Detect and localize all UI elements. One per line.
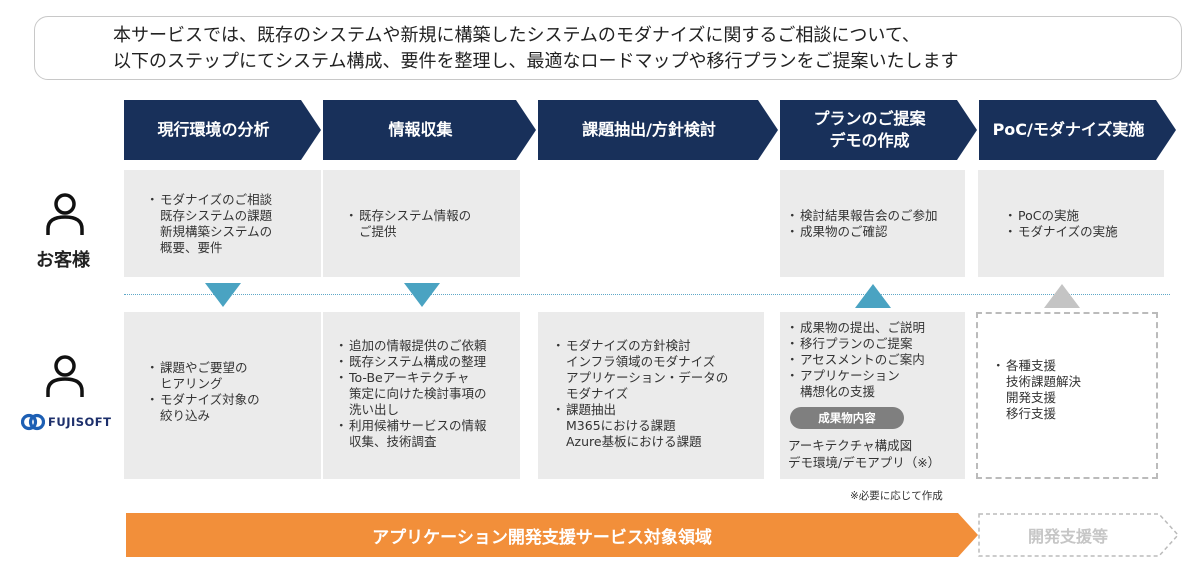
list-item: アセスメントのご案内 [786,352,965,368]
service-scope-band: アプリケーション開発支援サービス対象領域 [126,513,978,557]
step-label: 現行環境の分析 [157,120,270,139]
step-label: PoC/モダナイズ実施 [992,120,1145,139]
step-label: 課題抽出/方針検討 [582,120,716,139]
intro-box: 本サービスでは、既存のシステムや新規に構築したシステムのモダナイズに関するご相談… [34,16,1182,80]
customer-box-1: モダナイズのご相談 既存システムの課題 新規構築システムの 概要、要件 [124,170,321,277]
intro-line-1: 本サービスでは、既存のシステムや新規に構築したシステムのモダナイズに関するご相談… [113,25,920,46]
dev-support-band: 開発支援等 [978,513,1180,557]
step-label: プランのご提案 デモの作成 [813,109,926,150]
list-item: モダナイズの方針検討 インフラ領域のモダナイズ アプリケーション・データの モダ… [552,338,764,402]
footnote: ※必要に応じて作成 [850,490,943,502]
arrow-up-icon [855,284,891,308]
deliverable-1: アーキテクチャ構成図 [788,438,913,453]
list-item: モダナイズのご相談 既存システムの課題 新規構築システムの 概要、要件 [146,192,321,256]
list-item: 既存システム情報の ご提供 [345,208,520,240]
deliverable-2: デモ環境/デモアプリ（※） [788,455,941,470]
step-label: 情報収集 [388,120,453,139]
step-analysis: 現行環境の分析 [124,100,321,160]
role-divider [124,294,1170,295]
service-scope-label: アプリケーション開発支援サービス対象領域 [372,527,712,548]
list-item: モダナイズの実施 [1004,224,1164,240]
step-issue-extraction: 課題抽出/方針検討 [538,100,778,160]
list-item: To-Beアーキテクチャ 策定に向けた検討事項の 洗い出し [335,370,520,418]
list-item: 既存システム構成の整理 [335,354,520,370]
list-item: 追加の情報提供のご依頼 [335,338,520,354]
list-item: アプリケーション 構想化の支援 [786,368,965,400]
person-outline-icon [46,193,84,235]
list-item: 移行プランのご提案 [786,336,965,352]
list-item: 成果物のご確認 [786,224,965,240]
deliverables-badge: 成果物内容 [790,407,904,429]
arrow-down-icon [205,283,241,307]
vendor-box-1: 課題やご要望の ヒアリング モダナイズ対象の 絞り込み [124,312,321,479]
list-item: PoCの実施 [1004,208,1164,224]
intro-line-2: 以下のステップにてシステム構成、要件を整理し、最適なロードマップや移行プランをご… [113,51,959,72]
arrow-down-icon [404,283,440,307]
customer-label: お客様 [36,250,90,271]
vendor-box-3: モダナイズの方針検討 インフラ領域のモダナイズ アプリケーション・データの モダ… [538,312,764,479]
list-item: 利用候補サービスの情報 収集、技術調査 [335,418,520,450]
vendor-box-4: 成果物の提出、ご説明 移行プランのご提案 アセスメントのご案内 アプリケーション… [780,312,965,479]
dev-support-label: 開発支援等 [1027,527,1108,546]
vendor-label: FUJISOFT [48,415,112,429]
list-item: 成果物の提出、ご説明 [786,320,965,336]
list-item: 各種支援 技術課題解決 開発支援 移行支援 [992,358,1156,422]
customer-box-4: 検討結果報告会のご参加 成果物のご確認 [780,170,965,277]
list-item: 課題抽出 M365における課題 Azure基板における課題 [552,402,764,450]
vendor-box-5: 各種支援 技術課題解決 開発支援 移行支援 [976,312,1158,479]
step-info-gathering: 情報収集 [323,100,536,160]
list-item: 検討結果報告会のご参加 [786,208,965,224]
dashed-arrow-outline [978,513,1180,557]
vendor-box-2: 追加の情報提供のご依頼 既存システム構成の整理 To-Beアーキテクチャ 策定に… [323,312,520,479]
customer-box-5: PoCの実施 モダナイズの実施 [978,170,1164,277]
fujisoft-logo-icon [21,413,45,431]
list-item: モダナイズ対象の 絞り込み [146,392,321,424]
customer-box-2: 既存システム情報の ご提供 [323,170,520,277]
step-plan-proposal: プランのご提案 デモの作成 [780,100,977,160]
list-item: 課題やご要望の ヒアリング [146,360,321,392]
step-poc: PoC/モダナイズ実施 [979,100,1176,160]
person-outline-icon [46,355,84,397]
arrow-up-icon [1044,284,1080,308]
